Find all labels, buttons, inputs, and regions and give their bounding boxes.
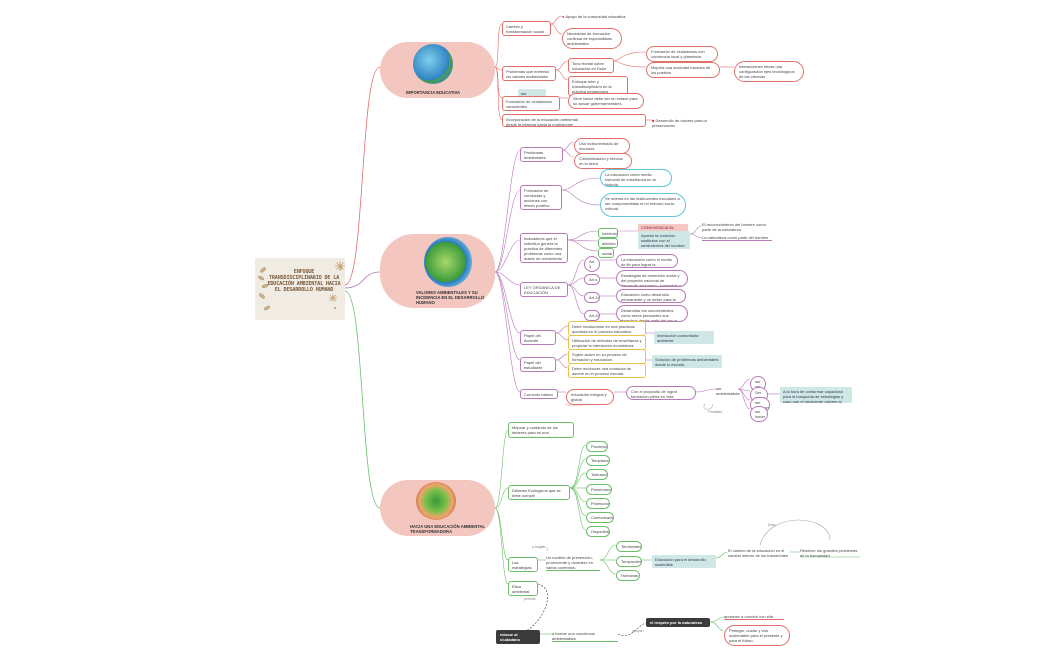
node[interactable]: Educación para el desarrollo sostenible: [652, 555, 716, 568]
node[interactable]: Estrategias de inmersión social y del pr…: [616, 270, 688, 287]
list-item[interactable]: Territoriales: [616, 541, 642, 552]
node[interactable]: ser ambientalista: [716, 386, 740, 396]
node[interactable]: educar al ciudadano: [496, 630, 540, 644]
leaf-decoration-icon: [258, 261, 345, 311]
node[interactable]: La naturaleza como parte del hombre: [702, 235, 772, 241]
node[interactable]: Problemas que enfrenta los valores ambie…: [502, 66, 556, 81]
node[interactable]: Las estrategias: [508, 557, 538, 572]
list-item[interactable]: Comunicación: [586, 512, 614, 523]
node[interactable]: ser hacer: [750, 406, 768, 422]
node[interactable]: Intelectual: [598, 228, 618, 238]
link-label: a través: [532, 545, 545, 549]
node[interactable]: Aportar la conexión sustitutos con el se…: [638, 231, 690, 249]
node[interactable]: LEY ORGANICA DE EDUCACIÓN: [520, 282, 568, 297]
node[interactable]: Interacciones éticas una configuración e…: [734, 61, 804, 82]
link-label: permite: [524, 597, 536, 601]
node[interactable]: Papel del docente: [520, 330, 556, 345]
list-item[interactable]: Protección: [586, 498, 610, 509]
node[interactable]: Mejorar y cuidando de los deberes para m…: [508, 422, 574, 438]
node[interactable]: Ética ambiental: [508, 581, 538, 596]
central-title: ENFOQUE TRANSDISCIPLINARIO DE LA EDUCACI…: [267, 269, 341, 293]
green-planet-image: [424, 237, 472, 287]
node[interactable]: Solución de problemas ambientales desde …: [652, 355, 722, 368]
title-card[interactable]: [255, 258, 345, 320]
node[interactable]: Utilización de métodos de enseñanza y pr…: [568, 335, 646, 350]
node[interactable]: Debe reconocer una conducta de asumir en…: [568, 363, 646, 378]
node[interactable]: Resolver los grandes problemas de la hum…: [800, 548, 858, 558]
node[interactable]: ● Apoyo de la comunidad educativa.: [562, 14, 627, 19]
node[interactable]: Uso indiscriminado de recursos: [574, 138, 630, 154]
node[interactable]: Deberes Ecológicos que se debe cumplir: [508, 485, 570, 500]
node[interactable]: Debe involucrarse en una practicas acert…: [568, 321, 646, 336]
node[interactable]: Con el propósito de lograr formación ple…: [626, 386, 696, 400]
children-globe-image: [416, 482, 456, 520]
list-item[interactable]: Temporales: [616, 556, 642, 567]
node[interactable]: Contaminación y efectos en la tierra: [574, 153, 632, 169]
node[interactable]: Art.s: [584, 274, 600, 285]
list-item[interactable]: Prudencia: [586, 441, 608, 452]
node[interactable]: ■ Desarrollo de valores para la preserva…: [652, 118, 707, 128]
node[interactable]: afectivo: [598, 238, 618, 248]
node[interactable]: Interacción comunitaria ambiente: [654, 331, 714, 344]
node[interactable]: Desarrollar los conocimientos como seres…: [616, 305, 688, 322]
node[interactable]: A la hora de conformar capacidad para la…: [780, 387, 852, 403]
node[interactable]: Se orienta en las instituciones escolare…: [600, 193, 686, 217]
node[interactable]: Formación de ciudadanos conscientes: [502, 96, 560, 111]
node[interactable]: Indicadores que el individuo genera la p…: [520, 233, 568, 263]
branch-caption: VALORES AMBIENTALES Y SU INCIDENCIA EN E…: [416, 290, 485, 305]
node[interactable]: Art.15: [584, 310, 600, 321]
node[interactable]: Necesidad de formación continua de espec…: [562, 28, 622, 49]
earth-image: [413, 44, 453, 84]
node[interactable]: El camino de la educación es el cambio i…: [728, 548, 789, 558]
node[interactable]: Tono frontal sobre educación en Dolor: [568, 58, 614, 73]
node[interactable]: La educación como el medio de fin para l…: [616, 254, 678, 268]
node[interactable]: Proteger, cuidar y vivir sustentable par…: [724, 625, 790, 646]
link-label: Formación: [566, 403, 583, 407]
list-item[interactable]: Disponible: [586, 526, 610, 537]
node[interactable]: Papel del estudiante: [520, 357, 556, 372]
node[interactable]: Problemas ambientales: [520, 147, 563, 162]
link-label: Finalidad: [708, 410, 723, 414]
node[interactable]: el respeto por la naturaleza: [646, 618, 710, 627]
node[interactable]: Art. 3: [584, 256, 600, 272]
node[interactable]: El reconocimiento del hombre como parte …: [702, 222, 766, 232]
node[interactable]: Un modelo de prevención, promovente y du…: [546, 555, 600, 571]
node[interactable]: Art.14: [584, 292, 600, 303]
node[interactable]: a formar una conciencia ambientalista: [552, 631, 618, 642]
node[interactable]: educación integral y global: [566, 389, 614, 405]
branch-caption: HACIA UNA EDUCACIÓN AMBIENTAL TRANSFORMA…: [410, 524, 485, 534]
link-label: fines: [768, 523, 776, 527]
node[interactable]: Sujeto activo en su proceso de formación…: [568, 349, 646, 364]
list-item[interactable]: Tolerancia: [586, 469, 608, 480]
node[interactable]: aprender a convivir con ella: [724, 614, 784, 620]
link-label: apoyan: [632, 629, 644, 633]
list-item[interactable]: Templanza: [586, 455, 610, 466]
node[interactable]: Cambio y transformación social: [502, 21, 551, 36]
node[interactable]: Mejoría una sociedad travesía de los pue…: [646, 62, 720, 78]
node[interactable]: La educación como medio esencial de ense…: [600, 169, 672, 187]
node[interactable]: Educación como desarrollo permanente y u…: [616, 289, 686, 303]
node[interactable]: social: [598, 248, 614, 258]
node[interactable]: Currículo básico: [520, 389, 558, 399]
node[interactable]: Incorporación de la educación ambiental …: [502, 114, 646, 127]
node[interactable]: Sirve factor debe ser un enlace para su …: [568, 93, 644, 109]
node[interactable]: Formación de ciudadanos con conciencia l…: [646, 46, 718, 62]
node[interactable]: Formación de conductas y acciones con ef…: [520, 185, 562, 210]
list-item[interactable]: Preservación: [586, 484, 612, 495]
branch-caption: IMPORTANCIA EDUCATIVA: [406, 90, 461, 95]
list-item[interactable]: Humanas: [616, 570, 640, 581]
